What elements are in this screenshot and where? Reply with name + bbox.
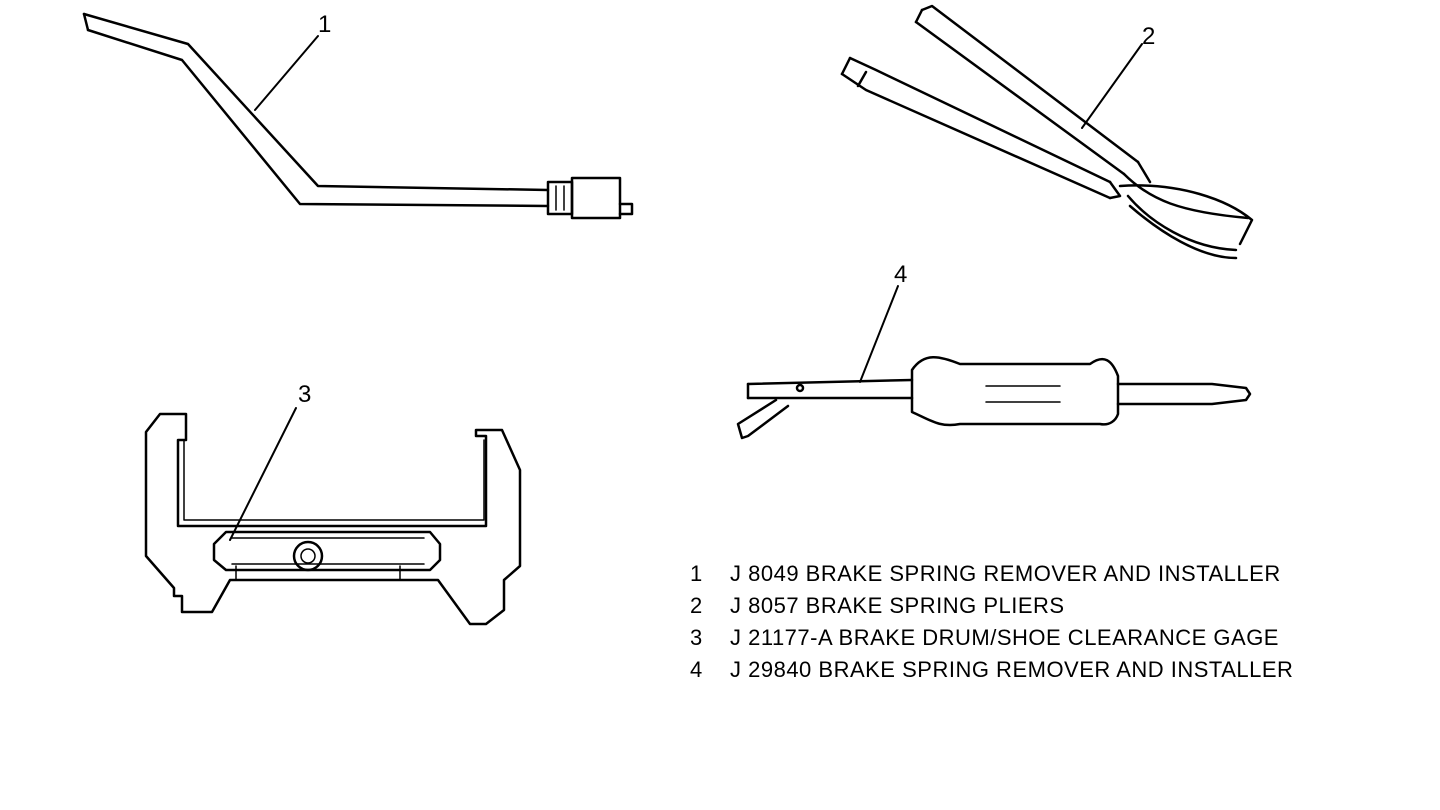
legend-description: J 8049 BRAKE SPRING REMOVER AND INSTALLE… <box>730 561 1281 586</box>
legend-item: 2 J 8057 BRAKE SPRING PLIERS <box>690 590 1293 622</box>
legend-item: 1 J 8049 BRAKE SPRING REMOVER AND INSTAL… <box>690 558 1293 590</box>
callout-2: 2 <box>1142 23 1155 50</box>
tool-2-spring-pliers: 2 <box>840 4 1254 260</box>
legend-description: J 21177-A BRAKE DRUM/SHOE CLEARANCE GAGE <box>730 625 1279 650</box>
tool-1-spring-remover: 1 <box>82 11 634 220</box>
legend-number: 4 <box>690 657 703 682</box>
legend-item: 3 J 21177-A BRAKE DRUM/SHOE CLEARANCE GA… <box>690 622 1293 654</box>
legend-description: J 8057 BRAKE SPRING PLIERS <box>730 593 1065 618</box>
legend-number: 1 <box>690 561 703 586</box>
tool-3-clearance-gage: 3 <box>144 381 522 626</box>
callout-1: 1 <box>318 11 331 38</box>
legend-number: 3 <box>690 625 703 650</box>
callout-4: 4 <box>894 261 907 288</box>
tool-legend: 1 J 8049 BRAKE SPRING REMOVER AND INSTAL… <box>690 558 1293 686</box>
callout-3: 3 <box>298 381 311 408</box>
legend-description: J 29840 BRAKE SPRING REMOVER AND INSTALL… <box>730 657 1294 682</box>
legend-item: 4 J 29840 BRAKE SPRING REMOVER AND INSTA… <box>690 654 1293 686</box>
legend-number: 2 <box>690 593 703 618</box>
tool-4-spring-tool: 4 <box>736 261 1252 440</box>
